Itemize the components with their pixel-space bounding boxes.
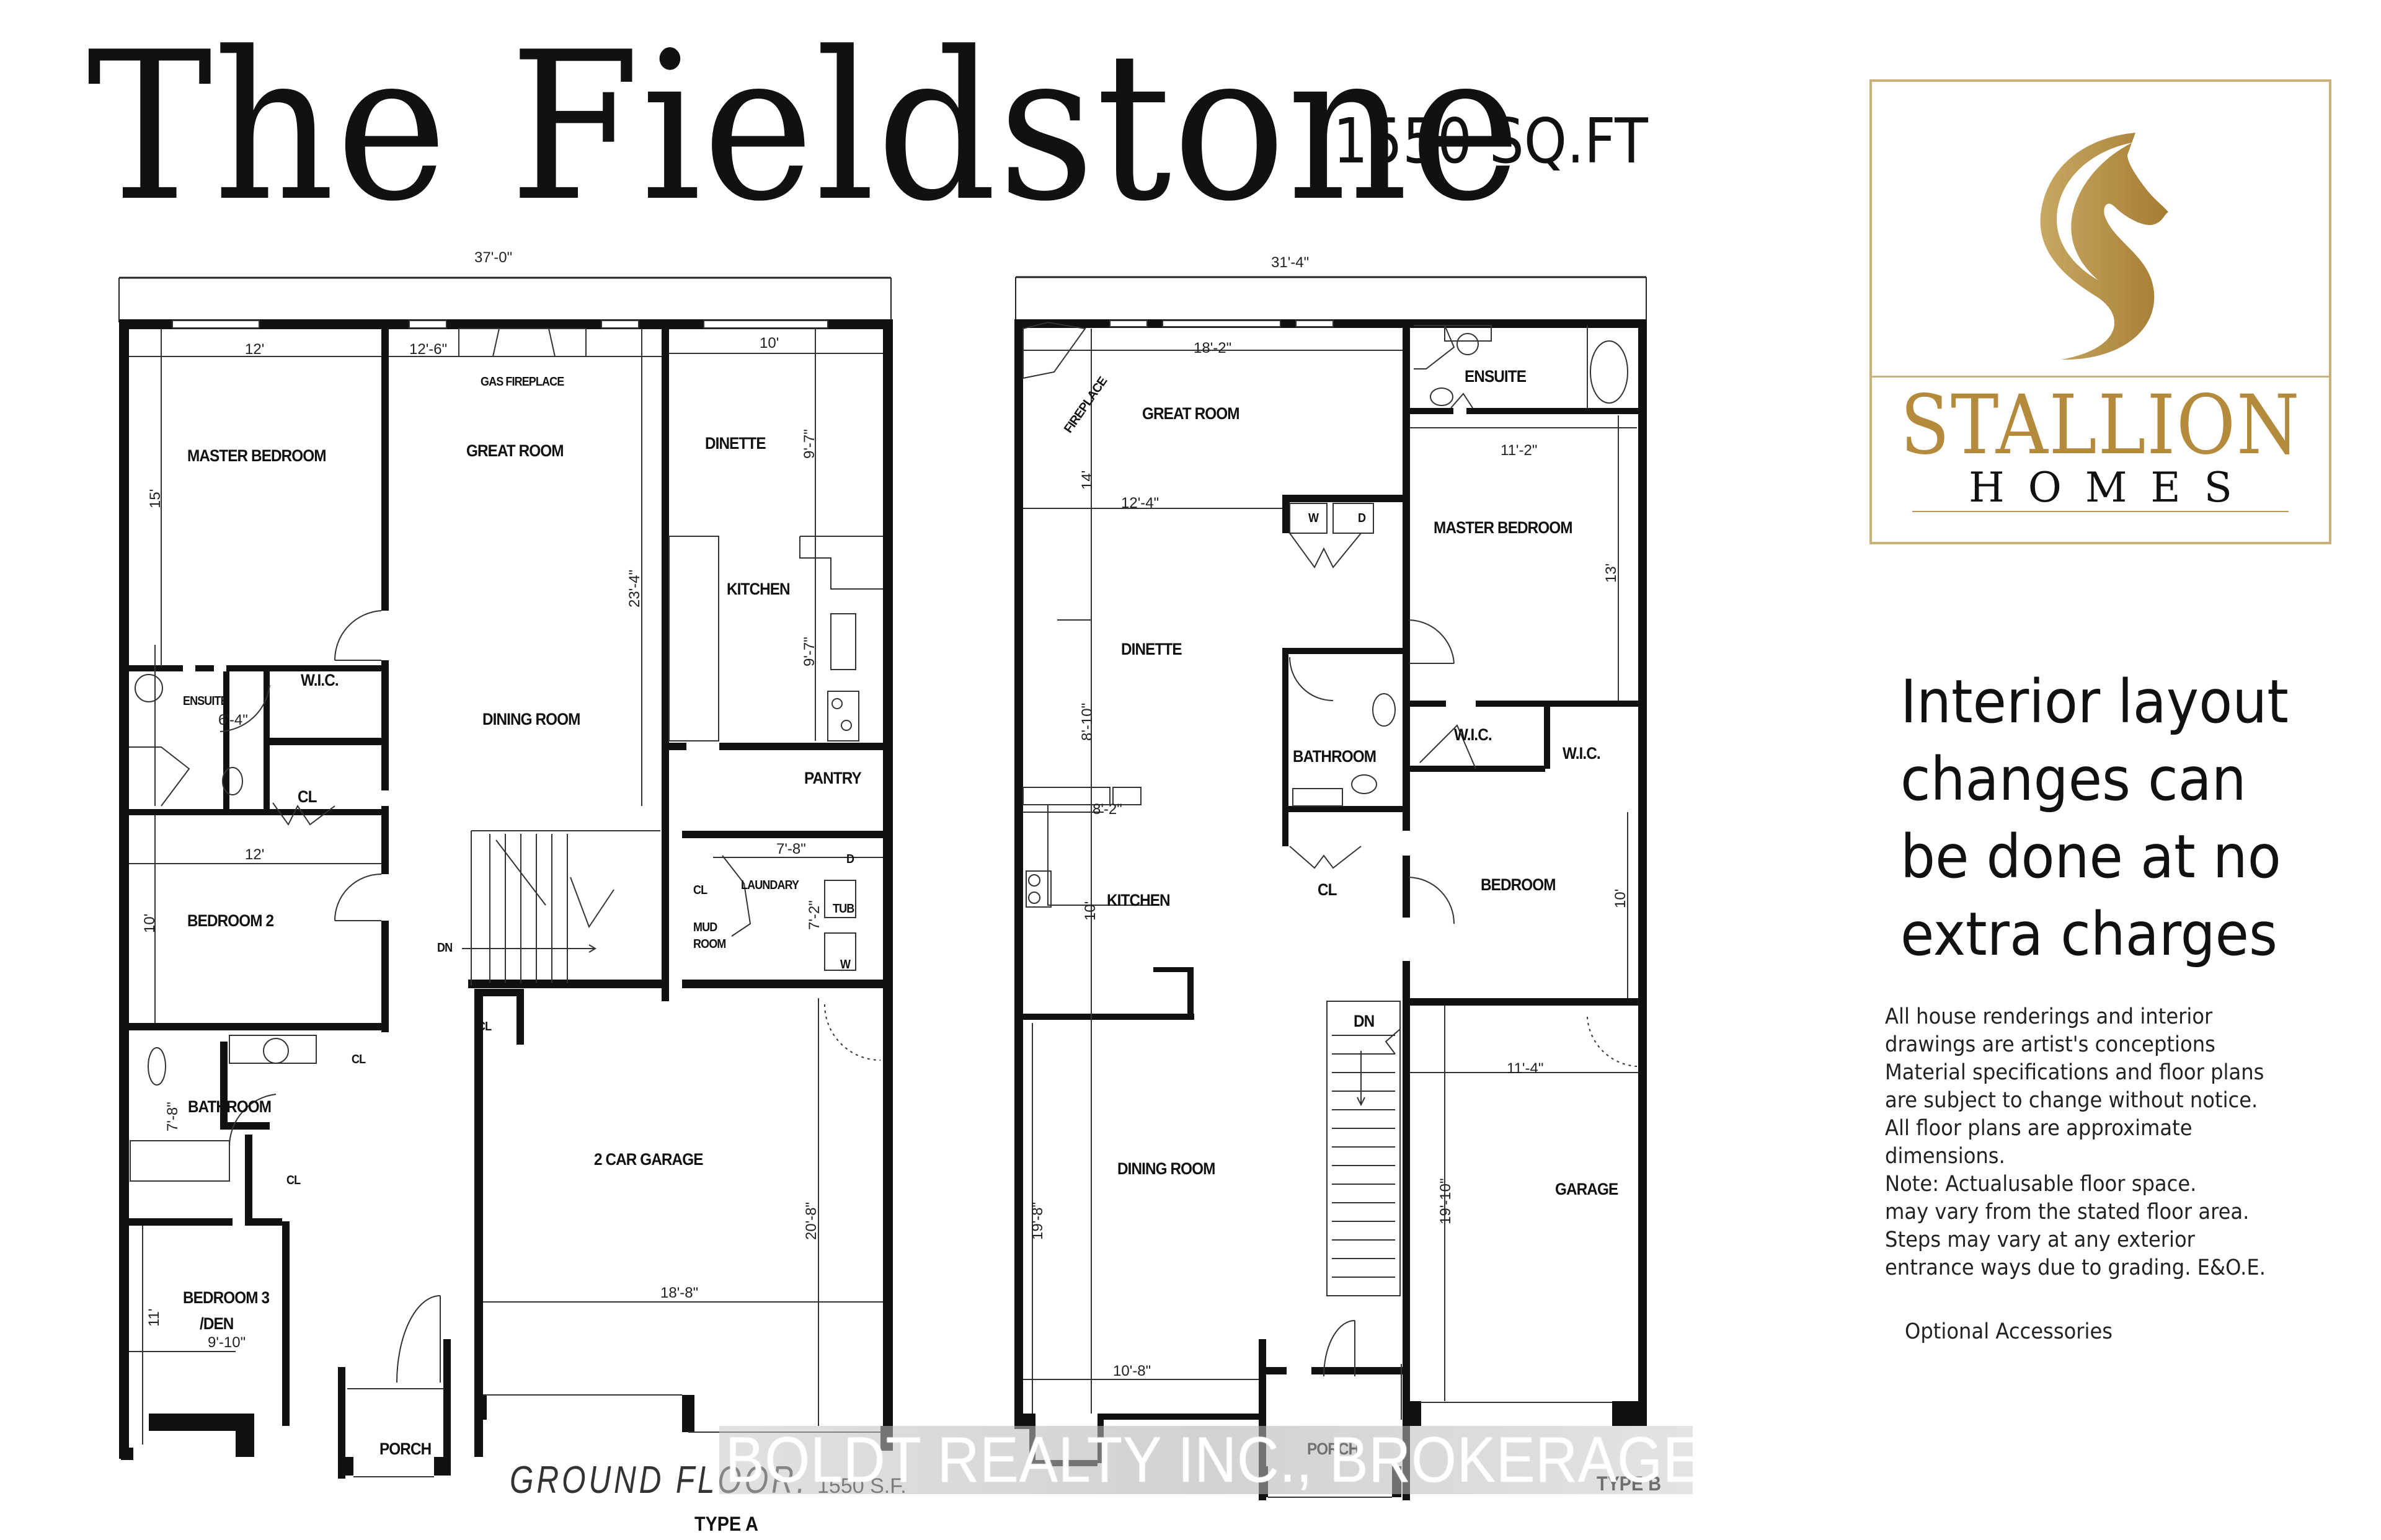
stairs-down-label: DN [437,941,453,955]
room-label-wic: W.I.C. [1454,725,1492,744]
floor-plan-type-b: 31'-4" FIREPLACE GREAT ROOM ENSUITE MAST… [1014,254,1661,1500]
dimension-label: 12' [245,846,265,863]
room-label-wic: W.I.C. [1563,744,1601,763]
brand-subtitle: HOMES [1969,464,2256,511]
stallion-homes-logo: STALLION HOMES [1869,79,2331,544]
horse-head-s-icon [2040,133,2168,360]
disclaimer-line: entrance ways due to grading. E&O.E. [1885,1255,2266,1280]
room-label-garage: GARAGE [1555,1180,1618,1198]
disclaimer-line: drawings are artist's conceptions [1885,1032,2215,1057]
dimension-label: 11'-4" [1507,1060,1544,1077]
dimension-label: 8'-10" [1079,702,1096,741]
dimension-label: 12' [245,341,265,358]
room-label-master-bedroom: MASTER BEDROOM [187,446,327,465]
disclaimer-line: may vary from the stated floor area. [1885,1200,2250,1224]
room-label-closet: CL [693,883,707,897]
room-label-great-room: GREAT ROOM [1142,404,1239,423]
room-label-wic: W.I.C. [301,671,339,689]
disclaimer-line: All floor plans are approximate [1885,1116,2193,1141]
dimension-overall-width-a: 37'-0" [474,249,513,266]
room-label-dinette: DINETTE [705,434,766,453]
dimension-label: 8'-2" [1093,801,1122,818]
stairs-down-label: DN [1354,1012,1375,1030]
logo-underline [1912,511,2289,512]
room-label-ensuite: ENSUITE [183,694,228,708]
room-label-bedroom-2: BEDROOM 2 [187,911,274,930]
dimension-label: 12'-4" [1121,495,1159,511]
disclaimer-line: Steps may vary at any exterior [1885,1228,2195,1252]
room-label-garage: 2 CAR GARAGE [594,1150,703,1169]
dryer-label: D [1358,511,1366,525]
dimension-label: 9'-10" [208,1334,246,1351]
room-label-bedroom-3: BEDROOM 3 [183,1288,270,1307]
room-label-porch: PORCH [379,1440,432,1458]
washer-label: W [840,958,851,971]
dimension-label: 12'-6" [409,341,448,358]
fireplace-label: GAS FIREPLACE [481,375,564,389]
disclaimer-text: All house renderings and interior drawin… [1885,1003,2330,1282]
layout-changes-headline: Interior layout changes can be done at n… [1900,663,2334,973]
dimension-label: 10' [1082,901,1099,921]
brand-name: STALLION [1900,378,2301,473]
disclaimer-line: are subject to change without notice. [1885,1088,2258,1113]
room-label-great-room: GREAT ROOM [466,441,564,460]
dimension-label: 13' [1603,563,1620,583]
dimension-label: 19'-8" [1029,1201,1046,1240]
dimension-label: 14' [1079,470,1096,490]
room-label-closet: CL [352,1053,366,1066]
dimension-label: 18'-8" [660,1285,699,1301]
headline-line: changes can [1900,745,2246,814]
room-label-bathroom: BATHROOM [1293,747,1377,766]
dimension-label: 6'-4" [218,712,248,728]
optional-accessories-note: Optional Accessories [1905,1319,2113,1344]
room-label-closet: CL [298,787,317,806]
dimension-label: 19'-10" [1437,1178,1454,1224]
tub-label: TUB [833,902,854,916]
dimension-label: 10' [760,335,779,352]
room-label-mud-room: MUD [693,921,717,934]
watermark-text: BOLDT REALTY INC., BROKERAGE [725,1424,1703,1496]
dimension-label: 7'-8" [776,841,806,857]
room-label-master-bedroom: MASTER BEDROOM [1434,518,1573,537]
room-label-closet: CL [477,1020,492,1033]
room-label-closet: CL [286,1174,301,1187]
headline-line: be done at no [1900,822,2281,892]
room-label-kitchen: KITCHEN [727,580,791,598]
dimension-label: 11'-2" [1501,442,1538,459]
room-label-mud-room-2: ROOM [693,937,726,951]
brokerage-watermark: BOLDT REALTY INC., BROKERAGE [719,1424,1701,1496]
dimension-label: 10'-8" [1113,1363,1151,1379]
disclaimer-line: All house renderings and interior [1885,1004,2213,1029]
headline-line: extra charges [1900,900,2278,969]
room-label-pantry: PANTRY [804,769,862,787]
room-label-dining-room: DINING ROOM [482,710,580,728]
floor-plan-a-drawing [118,277,893,1479]
room-label-laundry: LAUNDARY [741,878,799,892]
room-label-den: /DEN [200,1314,234,1333]
room-label-bedroom: BEDROOM [1481,875,1556,894]
disclaimer-line: dimensions. [1885,1144,2005,1169]
room-label-kitchen: KITCHEN [1107,891,1171,909]
dimension-overall-width-b: 31'-4" [1271,254,1310,271]
disclaimer-line: Note: Actualusable floor space. [1885,1172,2197,1197]
disclaimer-line: Material specifications and floor plans [1885,1060,2264,1085]
room-label-ensuite: ENSUITE [1465,367,1527,386]
dimension-label: 18'-2" [1194,340,1232,356]
plan-type-a-label: TYPE A [694,1513,758,1535]
headline-line: Interior layout [1900,667,2289,737]
washer-label: W [1308,511,1319,525]
room-label-closet: CL [1318,880,1337,899]
floor-plan-b-drawing [1014,276,1647,1500]
room-label-dinette: DINETTE [1121,640,1182,658]
page-title: The Fieldstone [87,8,1522,246]
dimension-label: 10' [1612,888,1629,908]
dryer-label: D [846,852,854,866]
room-label-dining-room: DINING ROOM [1117,1159,1215,1178]
square-footage: 1550 SQ.FT [1333,105,1648,177]
room-label-bathroom: BATHROOM [188,1097,272,1116]
logo-divider [1872,376,2329,378]
